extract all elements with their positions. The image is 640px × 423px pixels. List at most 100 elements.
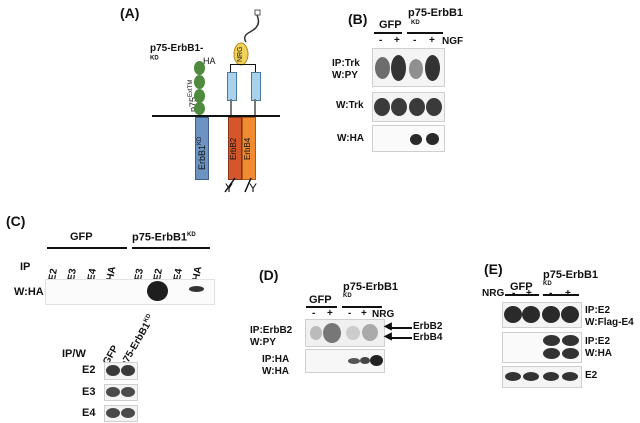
e-lane-4: + (565, 288, 571, 299)
b-group2-sup: KD (411, 20, 420, 26)
e-row-2-label: IP:E2 W:HA (585, 336, 613, 359)
d-arrow-2 (388, 337, 412, 339)
erbb2-label: ErbB2 (229, 137, 238, 160)
b-group1-label: GFP (379, 19, 402, 31)
e-treatment-label: NRG (482, 288, 505, 299)
c-band (147, 281, 168, 301)
d-group2-label: p75-ErbB1 (343, 282, 398, 293)
e-row-1-label: IP:E2 W:Flag-E4 (585, 305, 634, 328)
b-blot-3 (372, 125, 445, 152)
c-inset-band (106, 408, 120, 418)
ecd-domain (194, 89, 205, 103)
b-row-1-label: IP:Trk W:PY (332, 58, 360, 81)
tyrosine-tails-icon (224, 177, 252, 193)
b-treatment-label: NGF (442, 36, 464, 47)
c-inset-band (121, 365, 135, 376)
panel-c-label: (C) (6, 213, 26, 229)
c-inset-band (121, 387, 135, 397)
ecd-domain (194, 75, 205, 89)
ecd-domain (194, 102, 205, 115)
b-band (410, 134, 422, 145)
e-group1-label: GFP (510, 281, 533, 293)
d-band (346, 326, 360, 340)
erbb1-kd-sup: KD (197, 136, 203, 145)
receptor-left-text: p75-ErbB1 (150, 43, 201, 54)
b-lane-3: - (413, 35, 417, 46)
b-row-3-label: W:HA (337, 133, 365, 144)
c-inset-row-2: E3 (82, 386, 96, 398)
c-ip-label: IP (20, 261, 31, 273)
erbb4-ecd (251, 72, 261, 101)
dimer-bracket (230, 64, 256, 65)
e-band (522, 306, 540, 323)
e-group2-underline (543, 294, 579, 296)
d-group2-underline (342, 306, 382, 308)
c-inset-band (106, 365, 120, 376)
nrg-ligand-icon (233, 9, 261, 66)
c-group2-text: p75-ErbB1 (132, 231, 188, 244)
e-band (562, 348, 579, 359)
erbb4-kinase-block (242, 117, 256, 180)
b-group2-sup-row: KD (411, 20, 420, 32)
e-band (562, 372, 578, 381)
e-blot-1 (502, 302, 582, 328)
erbb1-kd-label: ErbB1KD (197, 137, 207, 170)
panel-b-label: (B) (348, 11, 368, 27)
b-band (409, 59, 423, 79)
erbb1-kinase-block (195, 117, 209, 180)
b-blot-1 (372, 48, 445, 87)
d-row-1-label: IP:ErbB2 W:PY (250, 325, 293, 348)
e-band (504, 306, 522, 323)
c-inset-row-1: E2 (82, 364, 96, 376)
c-inset-header: IP/W (62, 348, 86, 360)
d-band (348, 358, 360, 364)
b-band (375, 57, 390, 79)
erbb2-ecd (227, 72, 237, 101)
c-group1-underline (47, 247, 127, 249)
e-group2-sup: KD (543, 281, 552, 287)
ha-tag-label: HA (203, 56, 216, 66)
dimer-bracket (255, 64, 256, 72)
panel-e-label: (E) (484, 261, 503, 277)
d-group1-underline (306, 306, 337, 308)
d-band (362, 324, 378, 341)
tyrosine-1: Y (225, 181, 234, 195)
d-blot-2 (305, 349, 385, 373)
d-lane-1: - (312, 308, 316, 319)
b-row-2-label: W:Trk (336, 100, 364, 111)
e-band (561, 306, 579, 323)
c-group2-sup: KD (187, 232, 196, 238)
e-lane-3: - (549, 288, 553, 299)
arrow-left-icon: ◀ (384, 321, 392, 332)
d-band (370, 355, 383, 366)
e-band (523, 372, 539, 381)
erbb2-tm (230, 99, 232, 115)
c-inset-band (106, 387, 120, 397)
d-lane-4: + (361, 308, 367, 319)
d-group1-label: GFP (309, 294, 332, 306)
arrow-left-icon: ◀ (384, 331, 392, 342)
b-lane-2: + (394, 35, 400, 46)
erbb1-kd-text: ErbB1 (197, 144, 207, 170)
b-group1-underline (374, 32, 402, 34)
d-arrow-1 (388, 327, 412, 329)
e-group1-underline (505, 294, 539, 296)
c-row-label: W:HA (14, 286, 44, 298)
d-treatment-label: NRG (372, 309, 395, 320)
c-blot (45, 279, 215, 305)
e-band (543, 372, 559, 381)
d-group2-sup: KD (343, 293, 352, 299)
erbb4-label: ErbB4 (243, 137, 252, 160)
d-row-2-label: IP:HA W:HA (262, 354, 290, 377)
b-blot-2 (372, 92, 445, 122)
receptor-left-kd: KD (150, 56, 159, 67)
c-inset-band (121, 408, 135, 418)
b-band (426, 133, 439, 145)
c-inset-col-2-sup: KD (143, 313, 153, 324)
ecd-domain (194, 61, 205, 75)
membrane-line (152, 115, 280, 117)
e-group2-text: p75-ErbB1 (543, 269, 599, 281)
panel-a-label: (A) (120, 5, 140, 21)
c-inset-row-3: E4 (82, 407, 96, 419)
c-group1-label: GFP (70, 231, 93, 243)
